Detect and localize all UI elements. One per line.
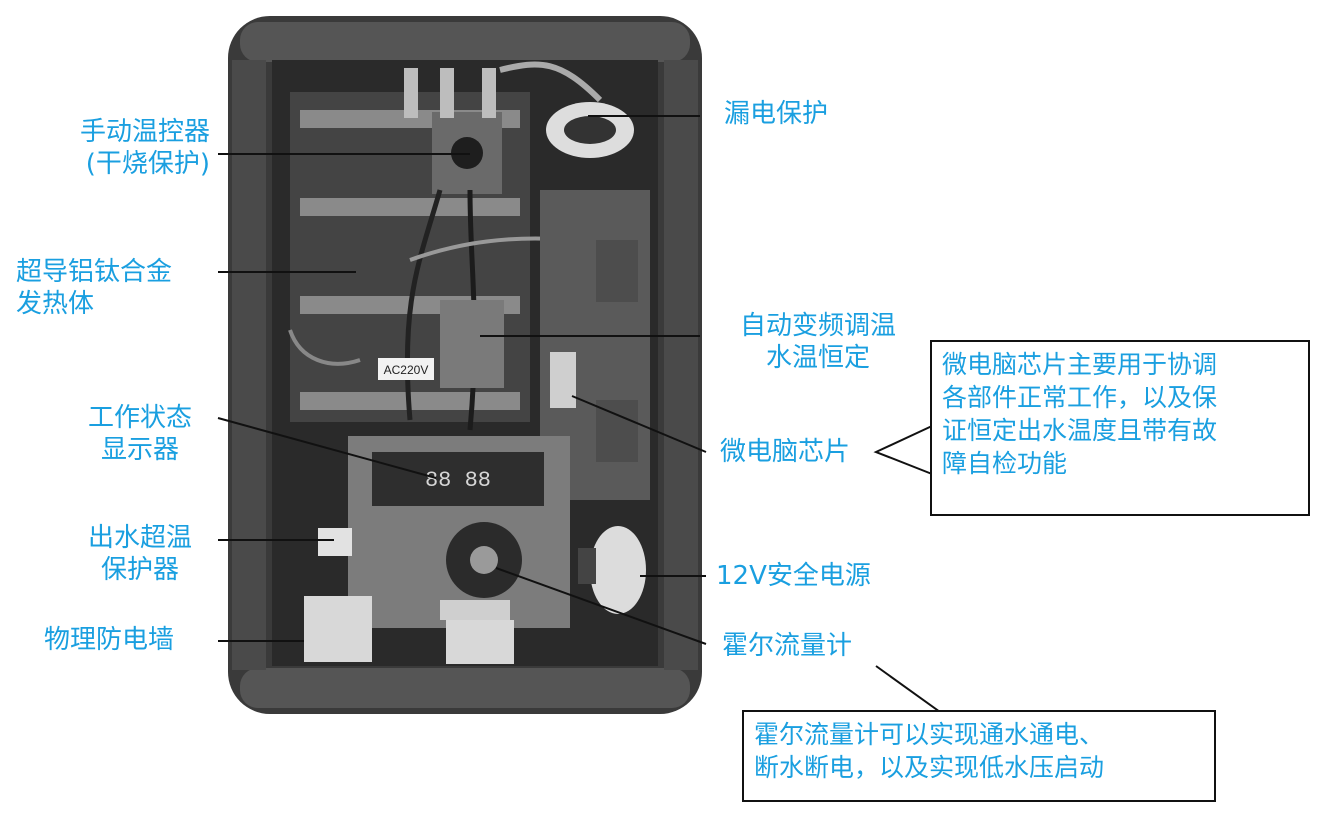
terminal-1 bbox=[404, 68, 418, 118]
label-overtemp-line2: 保护器 bbox=[100, 555, 179, 585]
capacitor bbox=[578, 548, 596, 584]
label-heating-body-line1: 超导铝钛合金 bbox=[16, 257, 173, 287]
chip-connector bbox=[550, 352, 576, 408]
overtemp-device bbox=[318, 528, 352, 556]
relay-1 bbox=[596, 240, 638, 302]
label-auto-frequency: 自动变频调温 水温恒定 bbox=[718, 310, 918, 374]
ac-sticker-text: AC220V bbox=[384, 363, 429, 377]
flow-meter-center bbox=[470, 546, 498, 574]
label-auto-frequency-line2: 水温恒定 bbox=[765, 343, 870, 373]
callout-hall-meter: 霍尔流量计可以实现通水通电、 断水断电，以及实现低水压启动 bbox=[742, 710, 1216, 802]
callout-pointer-microchip bbox=[873, 425, 933, 475]
barrier-tube-1 bbox=[304, 596, 372, 662]
label-physical-barrier: 物理防电墙 bbox=[44, 625, 175, 655]
triac-module bbox=[440, 300, 504, 388]
ac-sticker bbox=[378, 358, 434, 380]
lcd-panel bbox=[372, 452, 544, 506]
leader-status bbox=[217, 417, 437, 479]
relay-2 bbox=[596, 400, 638, 462]
housing-bottom-bar bbox=[240, 668, 690, 708]
bracket-2 bbox=[300, 198, 520, 216]
housing-top-bar bbox=[240, 22, 690, 62]
callout-microchip-line4: 障自检功能 bbox=[942, 449, 1068, 478]
label-overtemp-protector: 出水超温 保护器 bbox=[70, 522, 210, 586]
label-manual-thermostat-line2: (干烧保护) bbox=[85, 149, 210, 179]
callout-microchip-line1: 微电脑芯片主要用于协调 bbox=[942, 350, 1218, 379]
terminal-3 bbox=[482, 68, 496, 118]
wire-4 bbox=[499, 61, 603, 103]
label-12v-power: 12V安全电源 bbox=[716, 561, 871, 591]
terminal-2 bbox=[440, 68, 454, 118]
label-hall-flow-meter: 霍尔流量计 bbox=[722, 631, 853, 661]
label-manual-thermostat: 手动温控器 (干烧保护) bbox=[20, 116, 210, 180]
callout-hall-line1: 霍尔流量计可以实现通水通电、 bbox=[754, 720, 1105, 749]
water-heater-photo: AC220V 88 88 bbox=[228, 16, 702, 714]
leader-microchip bbox=[571, 395, 707, 453]
housing-left-rail bbox=[232, 60, 266, 670]
callout-microchip-line3: 证恒定出水温度且带有故 bbox=[942, 416, 1218, 445]
label-heating-body: 超导铝钛合金 发热体 bbox=[16, 256, 172, 320]
housing-right-rail bbox=[664, 60, 698, 670]
leader-hall bbox=[495, 567, 707, 645]
callout-microchip-line2: 各部件正常工作，以及保 bbox=[942, 383, 1218, 412]
label-manual-thermostat-line1: 手动温控器 bbox=[79, 117, 210, 147]
callout-hall-line2: 断水断电，以及实现低水压启动 bbox=[754, 753, 1105, 782]
lcd-digits: 88 88 bbox=[425, 468, 491, 493]
wire-2 bbox=[467, 189, 477, 431]
ribbon-connector bbox=[440, 600, 510, 620]
wire-5 bbox=[288, 329, 361, 366]
label-status-display: 工作状态 显示器 bbox=[70, 402, 210, 466]
label-leakage-protection: 漏电保护 bbox=[724, 99, 829, 129]
label-heating-body-line2: 发热体 bbox=[16, 289, 95, 319]
label-overtemp-line1: 出水超温 bbox=[87, 523, 192, 553]
callout-microchip: 微电脑芯片主要用于协调 各部件正常工作，以及保 证恒定出水温度且带有故 障自检功… bbox=[930, 340, 1310, 516]
label-status-display-line1: 工作状态 bbox=[87, 403, 192, 433]
transformer-coil bbox=[590, 526, 646, 614]
leakage-coil-core bbox=[564, 116, 616, 144]
label-status-display-line2: 显示器 bbox=[100, 435, 179, 465]
label-microchip: 微电脑芯片 bbox=[720, 437, 851, 467]
barrier-tube-2 bbox=[446, 620, 514, 664]
callout-pointer-hall bbox=[875, 665, 944, 713]
label-auto-frequency-line1: 自动变频调温 bbox=[739, 311, 896, 341]
